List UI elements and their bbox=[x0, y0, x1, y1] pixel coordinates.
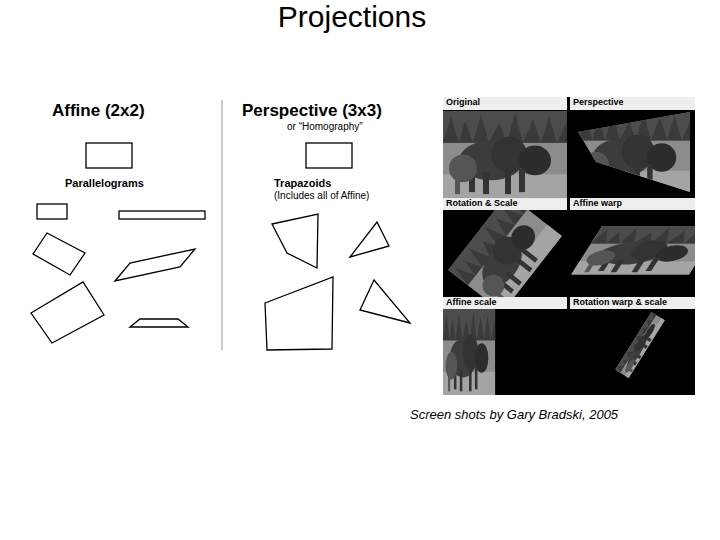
section-heading: Affine (2x2) bbox=[52, 101, 145, 121]
panel-label: Affine scale bbox=[446, 297, 497, 307]
shape-label: Parallelograms bbox=[65, 177, 144, 190]
panel-label: Affine warp bbox=[573, 198, 622, 208]
section-heading: Perspective (3x3) bbox=[242, 101, 382, 121]
slide-title: Projections bbox=[278, 0, 426, 35]
panel-label: Perspective bbox=[573, 97, 624, 107]
panel-label: Original bbox=[446, 97, 480, 107]
panel-label: Rotation & Scale bbox=[446, 198, 518, 208]
caption: Screen shots by Gary Bradski, 2005 bbox=[410, 408, 618, 423]
sub-heading: or “Homography” bbox=[287, 121, 363, 133]
note: (Includes all of Affine) bbox=[274, 190, 369, 202]
shape-label: Trapazoids bbox=[274, 177, 331, 190]
panel-label: Rotation warp & scale bbox=[573, 297, 667, 307]
